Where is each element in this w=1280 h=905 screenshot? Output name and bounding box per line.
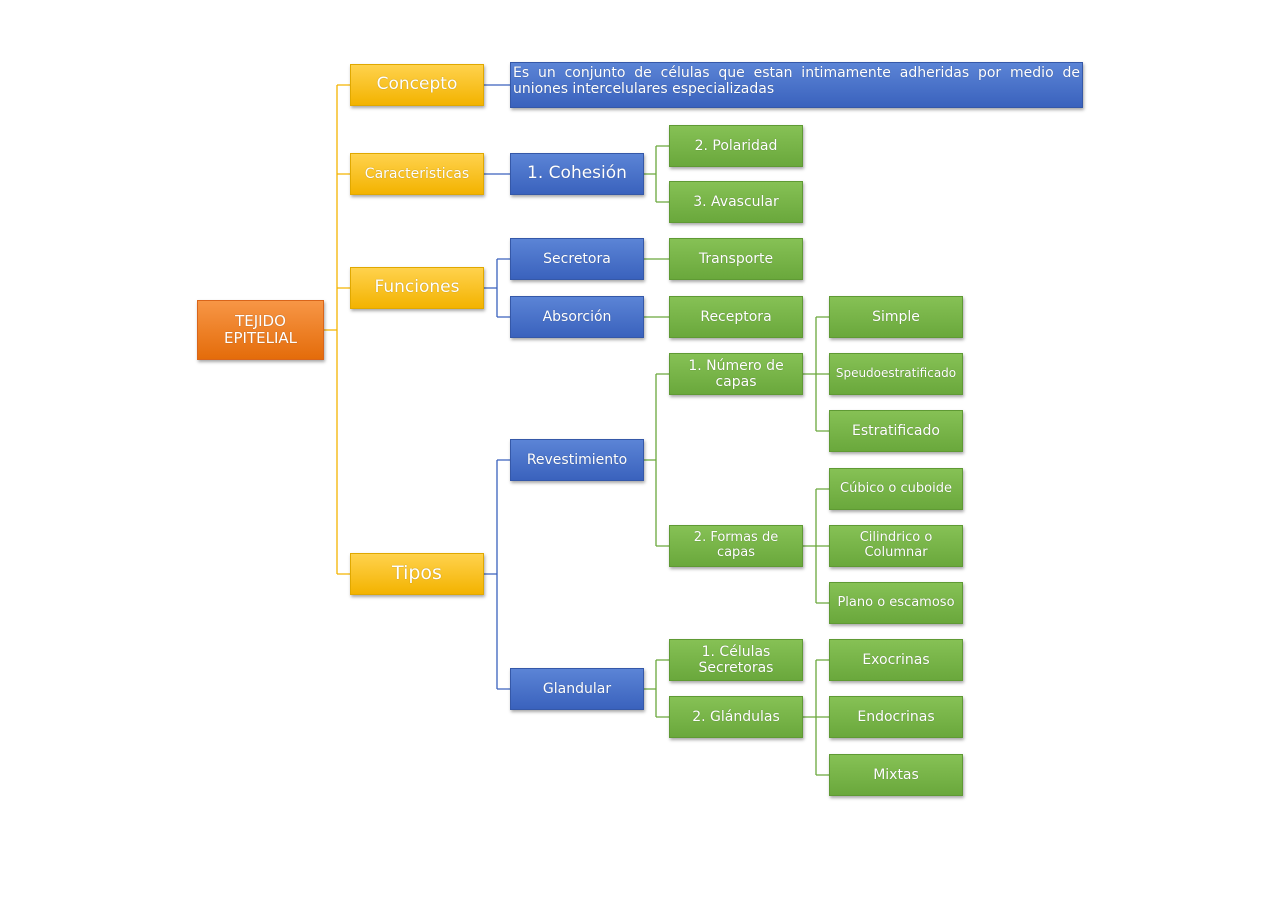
connector-tipos: [484, 459, 510, 690]
node-transporte: Transporte: [669, 238, 803, 280]
node-avascular: 3. Avascular: [669, 181, 803, 223]
node-glandular: Glandular: [510, 668, 644, 710]
branch-tipos: Tipos: [350, 553, 484, 595]
branch-funciones: Funciones: [350, 267, 484, 309]
connector-cohesion: [644, 145, 669, 203]
node-polaridad: 2. Polaridad: [669, 125, 803, 167]
connector-glandular: [644, 659, 669, 718]
node-cubico: Cúbico o cuboide: [829, 468, 963, 510]
node-glandulas: 2. Glándulas: [669, 696, 803, 738]
node-cilindrico: Cilindrico o Columnar: [829, 525, 963, 567]
connector-root-branches: [324, 84, 350, 575]
node-exocrinas: Exocrinas: [829, 639, 963, 681]
node-pseudoestratificado: Speudoestratificado: [829, 353, 963, 395]
root-node: TEJIDO EPITELIAL: [197, 300, 324, 360]
node-plano: Plano o escamoso: [829, 582, 963, 624]
node-cohesion: 1. Cohesión: [510, 153, 644, 195]
branch-caracteristicas: Caracteristicas: [350, 153, 484, 195]
connector-numero-capas: [803, 316, 829, 432]
node-receptora: Receptora: [669, 296, 803, 338]
node-endocrinas: Endocrinas: [829, 696, 963, 738]
branch-concepto: Concepto: [350, 64, 484, 106]
node-secretora: Secretora: [510, 238, 644, 280]
node-estratificado: Estratificado: [829, 410, 963, 452]
connector-funciones-green: [644, 258, 669, 318]
connector-funciones: [484, 258, 510, 318]
connector-revestimiento: [644, 373, 669, 547]
concepto-description: Es un conjunto de células que estan inti…: [510, 62, 1083, 108]
node-numero-capas: 1. Número de capas: [669, 353, 803, 395]
node-simple: Simple: [829, 296, 963, 338]
node-formas-capas: 2. Formas de capas: [669, 525, 803, 567]
node-celulas-secretoras: 1. Células Secretoras: [669, 639, 803, 681]
connector-glandulas: [803, 659, 829, 776]
node-absorcion: Absorción: [510, 296, 644, 338]
node-mixtas: Mixtas: [829, 754, 963, 796]
connector-formas-capas: [803, 488, 829, 604]
node-revestimiento: Revestimiento: [510, 439, 644, 481]
